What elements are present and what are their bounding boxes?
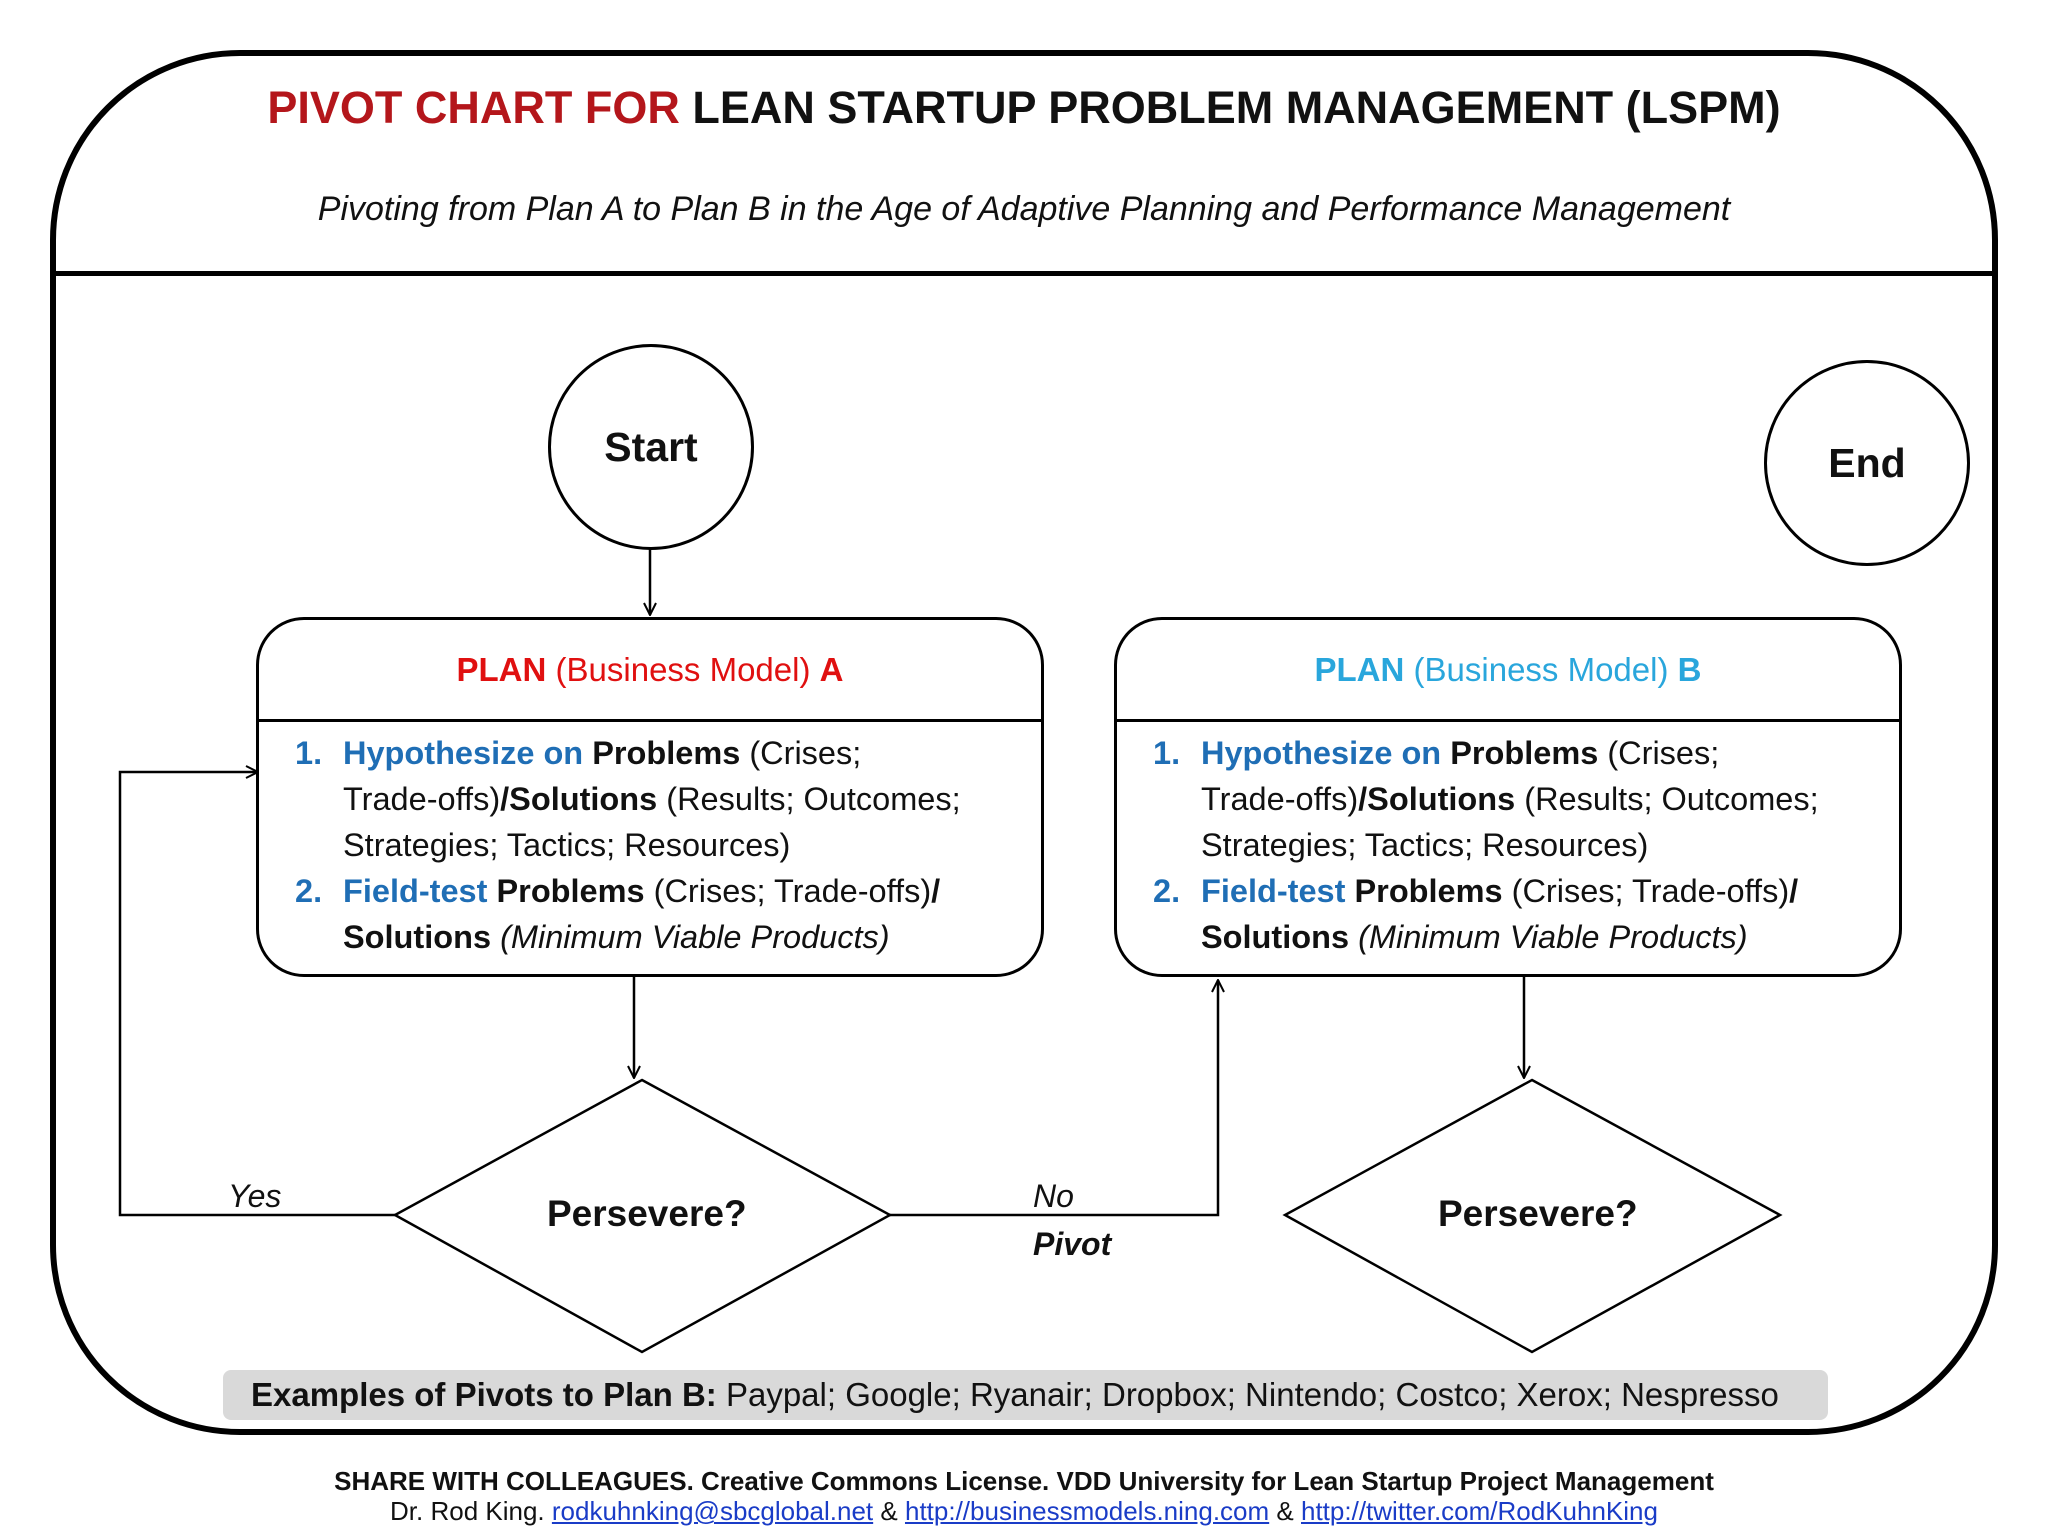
page-subtitle: Pivoting from Plan A to Plan B in the Ag… [317,190,1731,228]
footer-amp-1: & [880,1496,898,1526]
item-crises: (Crises; [1607,735,1720,771]
plan-b-model: (Business Model) [1413,650,1669,688]
footer-contacts: Dr. Rod King. rodkuhnking@sbcglobal.net … [0,1496,2048,1527]
item-results: (Results; Outcomes; [666,781,961,817]
yes-label: Yes [228,1178,282,1214]
arrow-pivot-to-plan-b [890,980,1218,1217]
plan-b-item-2-line-2: Solutions (Minimum Viable Products) [1153,914,1889,960]
footer-site-link[interactable]: http://businessmodels.ning.com [904,1496,1270,1526]
item-strategies: Strategies; Tactics; Resources) [1201,827,1649,863]
plan-a-model: (Business Model) [555,650,811,688]
item-verb: Hypothesize on [343,735,584,771]
item-strategies: Strategies; Tactics; Resources) [343,827,791,863]
title-part-red: PIVOT CHART FOR [267,82,680,133]
item-verb: Field-test [1201,873,1346,909]
plan-a-letter: A [819,650,844,688]
item-problems: Problems [592,735,741,771]
no-label: No [1033,1178,1074,1214]
item-slash: / [1789,873,1799,909]
plan-b-item-1: 1. Hypothesize on Problems (Crises; [1153,730,1889,776]
item-number: 2. [295,873,323,909]
item-crises: (Crises; Trade-offs) [653,873,932,909]
item-tradeoffs: Trade-offs) [1201,781,1359,817]
end-label: End [1828,439,1906,486]
footer-license: SHARE WITH COLLEAGUES. Creative Commons … [334,1466,1714,1496]
plan-a-item-1-line-2: Trade-offs)/Solutions (Results; Outcomes… [295,776,1031,822]
item-number: 1. [1153,735,1181,771]
item-solutions: Solutions [1201,919,1350,955]
title-part-black: LEAN STARTUP PROBLEM MANAGEMENT (LSPM) [692,82,1781,133]
decision-a-label: Persevere? [547,1193,747,1234]
item-mvp: (Minimum Viable Products) [1358,919,1748,955]
plan-a-item-1: 1. Hypothesize on Problems (Crises; [295,730,1031,776]
page-title: PIVOT CHART FOR LEAN STARTUP PROBLEM MAN… [0,82,2048,134]
pivot-label: Pivot [1033,1226,1112,1262]
item-verb: Field-test [343,873,488,909]
plan-b-letter: B [1677,650,1702,688]
plan-a-word: PLAN [456,650,547,688]
item-crises: (Crises; Trade-offs) [1511,873,1790,909]
item-problems: Problems [496,873,645,909]
item-solutions: /Solutions [500,781,658,817]
plan-a-body: 1. Hypothesize on Problems (Crises; Trade… [295,730,1031,960]
examples-bar: Examples of Pivots to Plan B: Paypal; Go… [223,1370,1828,1420]
plan-b-item-2: 2. Field-test Problems (Crises; Trade-off… [1153,868,1889,914]
plan-a-header: PLAN (Business Model) A [259,620,1041,722]
arrow-yes-loop [118,772,395,1217]
plan-b-body: 1. Hypothesize on Problems (Crises; Trade… [1153,730,1889,960]
plan-b-word: PLAN [1314,650,1405,688]
item-solutions: Solutions [343,919,492,955]
plan-a-item-2-line-2: Solutions (Minimum Viable Products) [295,914,1031,960]
item-crises: (Crises; [749,735,862,771]
item-number: 1. [295,735,323,771]
plan-b-item-1-line-2: Trade-offs)/Solutions (Results; Outcomes… [1153,776,1889,822]
footer-twitter-link[interactable]: http://twitter.com/RodKuhnKing [1301,1496,1658,1526]
item-solutions: /Solutions [1358,781,1516,817]
item-mvp: (Minimum Viable Products) [500,919,890,955]
item-problems: Problems [1450,735,1599,771]
examples-label: Examples of Pivots to Plan B: [251,1376,717,1413]
examples-list: Paypal; Google; Ryanair; Dropbox; Ninten… [725,1376,1779,1413]
plan-b-header: PLAN (Business Model) B [1117,620,1899,722]
footer-amp-2: & [1276,1496,1294,1526]
start-label: Start [604,423,698,470]
plan-a-box: PLAN (Business Model) A 1. Hypothesize on… [256,617,1044,977]
plan-a-item-1-line-3: Strategies; Tactics; Resources) [295,822,1031,868]
item-tradeoffs: Trade-offs) [343,781,501,817]
item-problems: Problems [1354,873,1503,909]
item-results: (Results; Outcomes; [1524,781,1819,817]
item-verb: Hypothesize on [1201,735,1442,771]
plan-b-item-1-line-3: Strategies; Tactics; Resources) [1153,822,1889,868]
footer-email-link[interactable]: rodkuhnking@sbcglobal.net [551,1496,874,1526]
start-node: Start [548,344,754,550]
decision-b-label: Persevere? [1438,1193,1638,1234]
decision-diamond-a [392,1078,893,1354]
end-node: End [1764,360,1970,566]
header-divider [50,271,1998,276]
item-slash: / [931,873,941,909]
plan-a-item-2: 2. Field-test Problems (Crises; Trade-off… [295,868,1031,914]
footer-author: Dr. Rod King. [390,1496,545,1526]
plan-b-box: PLAN (Business Model) B 1. Hypothesize on… [1114,617,1902,977]
item-number: 2. [1153,873,1181,909]
decision-diamond-b [1282,1078,1783,1354]
